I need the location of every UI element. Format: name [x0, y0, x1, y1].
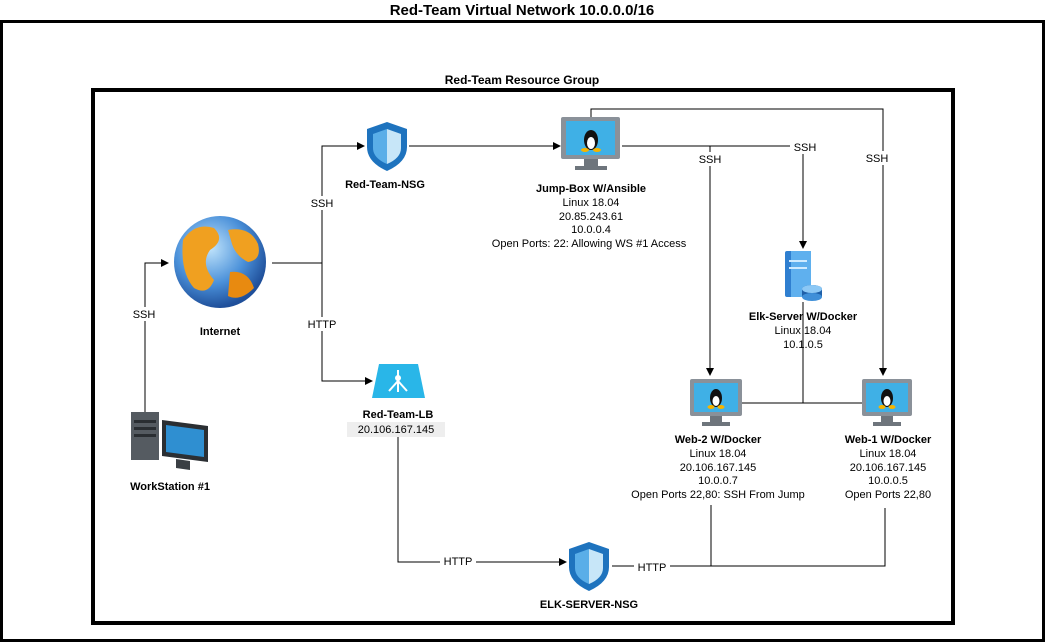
- node-name: WorkStation #1: [130, 481, 210, 493]
- edge-label-bg: [306, 317, 340, 331]
- edge-label-bg: [634, 560, 670, 574]
- load-balancer-icon: [372, 364, 425, 398]
- node-public-ip: 20.85.243.61: [559, 211, 623, 223]
- edge-internet-lb: [321, 263, 373, 385]
- workstation-icon: [131, 412, 208, 470]
- edge-label-lb-http: HTTP: [308, 319, 337, 331]
- node-elk-server-nsg[interactable]: ELK-SERVER-NSG: [540, 542, 638, 611]
- node-ports: Open Ports: 22: Allowing WS #1 Access: [492, 238, 687, 250]
- edge-label-jump-web1-ssh: SSH: [866, 153, 889, 165]
- node-os: Linux 18.04: [775, 325, 832, 337]
- node-red-team-nsg[interactable]: Red-Team-NSG: [345, 122, 425, 191]
- node-private-ip: 10.1.0.5: [783, 339, 823, 351]
- edge-elknsg-web2: [612, 505, 712, 567]
- node-name: Internet: [200, 326, 241, 338]
- node-name: Red-Team-LB: [363, 409, 434, 421]
- edge-jumpbox-web2: [622, 145, 714, 376]
- edge-label-bg: [790, 140, 820, 154]
- vnet-boundary: [0, 20, 1045, 642]
- node-jumpbox[interactable]: Jump-Box W/Ansible Linux 18.04 20.85.243…: [492, 117, 687, 250]
- node-name: ELK-SERVER-NSG: [540, 599, 638, 611]
- edge-lb-elknsg: [397, 437, 567, 566]
- linux-monitor-icon: [690, 379, 742, 426]
- diagram-title: Red-Team Virtual Network 10.0.0.0/16: [390, 2, 655, 19]
- edge-elknsg-web1: [711, 508, 886, 567]
- edge-labels: SSH SSH HTTP SSH SSH SSH HTTP HTTP: [130, 140, 892, 574]
- node-web1[interactable]: Web-1 W/Docker Linux 18.04 20.106.167.14…: [845, 379, 932, 501]
- node-public-ip: 20.106.167.145: [850, 462, 926, 474]
- edge-workstation-internet: [144, 259, 169, 412]
- linux-monitor-icon: [862, 379, 912, 426]
- edge-label-bg: [308, 196, 336, 210]
- node-elk-server[interactable]: Elk-Server W/Docker Linux 18.04 10.1.0.5: [749, 251, 858, 351]
- node-private-ip: 10.0.0.5: [868, 475, 908, 487]
- node-name: Web-2 W/Docker: [675, 434, 762, 446]
- node-os: Linux 18.04: [690, 448, 747, 460]
- edge-label-bg: [440, 554, 476, 568]
- edge-label-lb-elknsg-http: HTTP: [444, 556, 473, 568]
- resource-group-label: Red-Team Resource Group: [445, 73, 599, 87]
- node-private-ip: 10.0.0.4: [571, 224, 611, 236]
- edge-label-elknsg-http: HTTP: [638, 562, 667, 574]
- node-internet[interactable]: Internet: [174, 216, 266, 338]
- node-load-balancer[interactable]: Red-Team-LB 20.106.167.145: [347, 364, 445, 437]
- node-web2[interactable]: Web-2 W/Docker Linux 18.04 20.106.167.14…: [631, 379, 805, 501]
- edge-label-bg: [862, 151, 892, 165]
- node-ports: Open Ports 22,80: [845, 489, 931, 501]
- edge-label-jump-elk-ssh: SSH: [794, 142, 817, 154]
- node-os: Linux 18.04: [860, 448, 917, 460]
- edge-label-ws-ssh: SSH: [133, 309, 156, 321]
- linux-monitor-icon: [561, 117, 620, 170]
- globe-icon: [174, 216, 266, 308]
- node-name: Jump-Box W/Ansible: [536, 183, 646, 195]
- shield-icon: [367, 122, 407, 171]
- node-private-ip: 10.0.0.7: [698, 475, 738, 487]
- edge-label-bg: [130, 307, 158, 321]
- server-icon: [785, 251, 822, 301]
- shield-icon: [569, 542, 609, 591]
- node-public-ip: 20.106.167.145: [680, 462, 756, 474]
- edge-jumpbox-web1: [590, 108, 887, 376]
- node-name: Web-1 W/Docker: [845, 434, 932, 446]
- node-workstation[interactable]: WorkStation #1: [130, 412, 210, 493]
- node-ports: Open Ports 22,80: SSH From Jump: [631, 489, 805, 501]
- node-os: Linux 18.04: [563, 197, 620, 209]
- resource-group-boundary: [91, 88, 955, 625]
- node-ip: 20.106.167.145: [358, 424, 434, 436]
- edge-label-bg: [695, 152, 725, 166]
- edge-label-jump-web2-ssh: SSH: [699, 154, 722, 166]
- edge-label-nsg-ssh: SSH: [311, 198, 334, 210]
- node-name: Elk-Server W/Docker: [749, 311, 858, 323]
- node-name: Red-Team-NSG: [345, 179, 425, 191]
- ip-highlight: [347, 422, 445, 437]
